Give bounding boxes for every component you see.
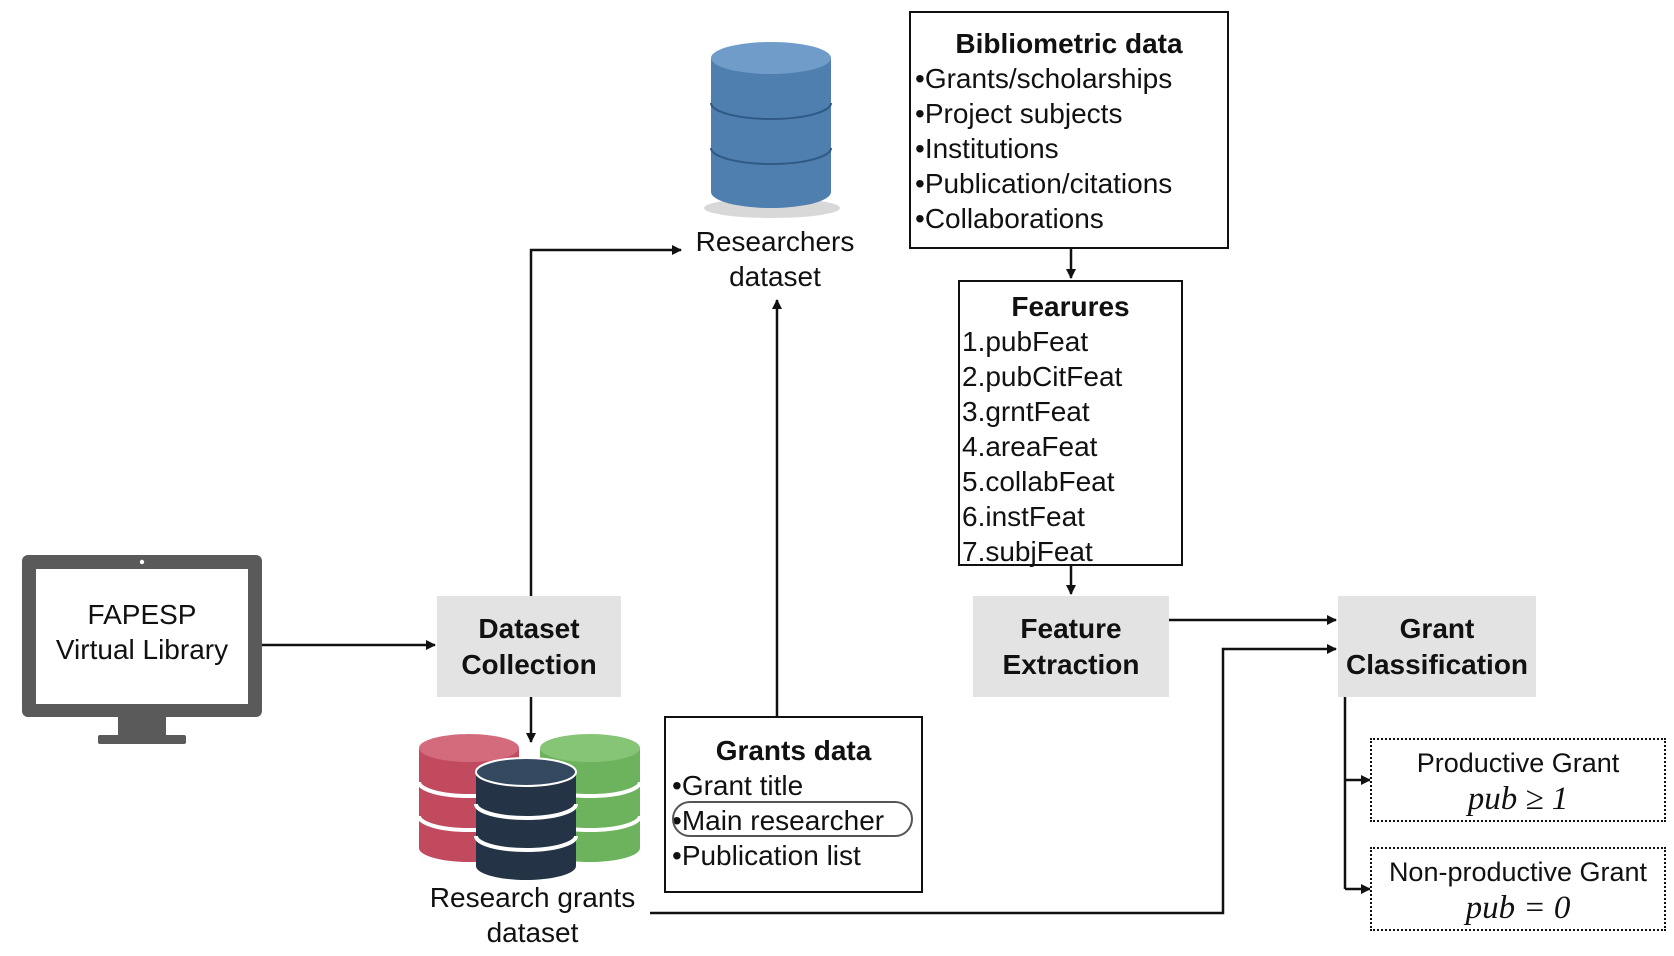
research-grants-dataset-label: Research grants dataset [410,880,655,950]
bibliometric-data-title: Bibliometric data [955,28,1183,59]
grants-data-item-0: •Grant title [672,770,804,801]
arrow-collection-to-researchers [529,245,682,596]
dataset-collection-box: Dataset Collection [437,596,621,697]
bibliometric-item-3: •Publication/citations [915,168,1173,199]
bibliometric-item-1: •Project subjects [915,98,1123,129]
grants-data-box: Grants data •Grant title •Main researche… [664,716,923,893]
bibliometric-data-box: Bibliometric data •Grants/scholarships •… [909,11,1229,249]
bibliometric-item-4: •Collaborations [915,203,1104,234]
feature-item-5: 6.instFeat [962,501,1085,532]
grants-data-item-2: •Publication list [672,840,861,871]
dataset-collection-line1: Dataset [478,612,580,644]
feature-item-4: 5.collabFeat [962,466,1115,497]
productive-grant-label: Productive Grant [1416,748,1620,778]
grant-classification-line1: Grant [1399,612,1475,644]
features-title: Fearures [1011,291,1130,322]
researchers-dataset-line1: Researchers [695,226,855,257]
database-icon [704,42,840,218]
grants-data-title: Grants data [715,735,872,766]
fapesp-label: FAPESP [87,599,197,630]
multi-database-icon [417,734,642,880]
bibliometric-item-0: •Grants/scholarships [915,63,1173,94]
productive-grant-condition: pub ≥ 1 [1467,781,1569,817]
feature-item-0: 1.pubFeat [962,326,1089,357]
monitor-icon [22,555,262,744]
feature-item-2: 3.grntFeat [962,396,1090,427]
nonproductive-grant-box: Non-productive Grant pub = 0 [1370,847,1666,931]
researchers-dataset-line2: dataset [729,261,821,292]
arrow-grants-dataset-to-classification [650,644,1337,915]
nonproductive-grant-label: Non-productive Grant [1388,857,1648,887]
fapesp-monitor: FAPESP Virtual Library [22,555,262,747]
dataset-collection-line2: Collection [461,648,597,680]
feature-extraction-line1: Feature [1020,612,1122,644]
features-box: Fearures 1.pubFeat 2.pubCitFeat 3.grntFe… [958,280,1183,567]
feature-item-3: 4.areaFeat [962,431,1098,462]
productive-grant-box: Productive Grant pub ≥ 1 [1370,738,1666,822]
virtual-library-label: Virtual Library [55,634,229,665]
feature-extraction-line2: Extraction [1002,648,1140,680]
nonproductive-grant-condition: pub = 0 [1465,890,1571,926]
highlight-oval [672,801,913,837]
research-grants-dataset-line1: Research grants [429,882,636,913]
grants-data-item-1: •Main researcher [666,801,921,838]
research-grants-dataset-line2: dataset [486,917,579,948]
grant-classification-box: Grant Classification [1338,596,1536,697]
feature-extraction-box: Feature Extraction [973,596,1169,697]
feature-item-1: 2.pubCitFeat [962,361,1123,392]
feature-item-6: 7.subjFeat [962,536,1093,567]
researchers-dataset-label: Researchers dataset [670,224,880,294]
bibliometric-item-2: •Institutions [915,133,1059,164]
grant-classification-line2: Classification [1345,648,1529,680]
